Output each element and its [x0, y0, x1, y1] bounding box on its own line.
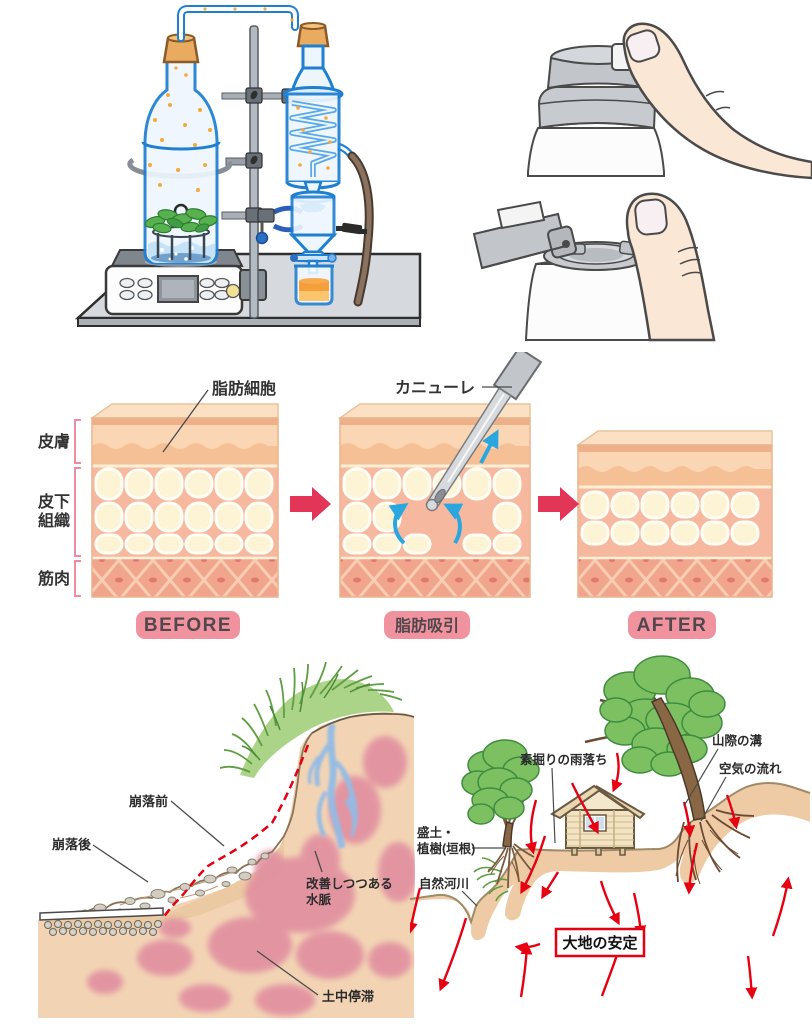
label-subcutaneous-2: 組織: [38, 511, 70, 530]
steam-oil-dots: [148, 66, 212, 192]
skin-box-procedure: [337, 352, 543, 598]
thumbnail-nail: [634, 198, 668, 236]
cap-open: [472, 200, 668, 341]
landslide-labels: 崩落前 崩落後 改善しつつある 水脈 土中停滞: [52, 794, 393, 1004]
condenser: [282, 22, 344, 197]
label-hillside-ditch: 山際の溝: [712, 733, 763, 748]
gravel-row: [44, 920, 162, 936]
label-pre-collapse: 崩落前: [129, 794, 168, 809]
vapor-tube: [177, 4, 299, 42]
stability-labels: 素掘りの雨落ち 山際の溝 空気の流れ 盛土・ 植樹(垣根) 自然河川: [416, 733, 782, 907]
bottle-body: [527, 127, 665, 177]
debris-surface: [44, 732, 313, 917]
layer-brackets: [74, 419, 81, 597]
ground-band: [410, 783, 810, 941]
svg-text:BEFORE: BEFORE: [144, 615, 232, 636]
label-water-vein-1: 改善しつつある: [306, 876, 393, 891]
bottle-cap-illustration: [472, 22, 812, 342]
suction-arrows: [388, 429, 499, 545]
label-soil-stagnation: 土中停滞: [322, 989, 374, 1004]
muscle-layer: [92, 558, 278, 597]
svg-text:脂肪吸引: 脂肪吸引: [395, 616, 459, 635]
label-post-collapse: 崩落後: [52, 837, 92, 852]
trunk: [502, 821, 514, 848]
canopy: [461, 739, 540, 825]
fat-cells: [580, 490, 760, 546]
right-tree: [584, 655, 755, 885]
distillation-flask: [141, 33, 221, 267]
svg-text:AFTER: AFTER: [637, 615, 708, 636]
collection-beaker: [294, 264, 334, 306]
skin-box-after: [575, 430, 773, 598]
flipped-lid: [472, 200, 577, 270]
cannula-hole: [434, 488, 446, 504]
finger-top: [622, 22, 812, 180]
label-air-flow: 空気の流れ: [719, 761, 782, 776]
skin-box-before: [89, 403, 279, 598]
label-stable-ground: 大地の安定: [562, 934, 637, 952]
roof-right: [595, 785, 646, 820]
step-arrow-2: [538, 487, 579, 521]
label-skin: 皮膚: [37, 432, 70, 451]
badge-procedure: 脂肪吸引: [384, 611, 470, 639]
retaining-board: [39, 907, 164, 921]
scale-buttons: [119, 277, 230, 301]
label-mound-1: 盛土・: [417, 825, 455, 840]
label-fat-cell: 脂肪細胞: [212, 379, 276, 398]
stilts: [571, 847, 626, 856]
landslide-diagram: 崩落前 崩落後 改善しつつある 水脈 土中停滞: [38, 661, 415, 1018]
ground-stability-diagram: 素掘りの雨落ち 山際の溝 空気の流れ 盛土・ 植樹(垣根) 自然河川 大地の安定: [410, 655, 811, 1000]
cap-closed: [527, 43, 665, 177]
steam-distillation-illustration: [74, 4, 422, 327]
separating-funnel: [255, 190, 338, 275]
essential-oil-layer: [299, 281, 329, 291]
cliff-grass: [219, 661, 403, 778]
label-muscle: 筋肉: [37, 569, 70, 588]
label-rain-drip: 素掘りの雨落ち: [520, 752, 608, 767]
trunk: [650, 697, 706, 821]
soil-stagnation-blobs: [87, 736, 415, 1016]
plant-leaves: [144, 208, 218, 234]
leaf-basket: [144, 203, 218, 260]
muscle-layer: [578, 558, 772, 597]
house: [550, 784, 646, 856]
stable-ground-box: 大地の安定: [554, 927, 646, 958]
badge-after: AFTER: [628, 611, 716, 639]
fingernail: [625, 29, 661, 63]
lab-stand: [221, 25, 297, 319]
label-cannula: カニューレ: [395, 379, 475, 397]
muscle-layer: [340, 558, 530, 597]
label-water-vein-2: 水脈: [306, 892, 332, 907]
soil-mass: [38, 712, 414, 1018]
roots: [487, 843, 535, 889]
fat-cells: [94, 467, 274, 555]
liposuction-diagram: 皮膚 皮下 組織 筋肉 脂肪細胞 カニューレ BEFORE 脂肪吸引 AFTER: [37, 352, 773, 639]
thumb-bottom: [625, 192, 716, 342]
water-veins: [307, 723, 358, 849]
badge-before: BEFORE: [136, 611, 240, 639]
pre-collapse-line: [161, 744, 310, 919]
hose-clip: [341, 222, 363, 235]
step-arrow-1: [290, 487, 331, 521]
left-tree: [461, 739, 540, 889]
label-mound-2: 植樹(垣根): [416, 841, 475, 856]
fat-cell-leader: [162, 389, 209, 453]
label-natural-river: 自然河川: [419, 876, 469, 891]
label-subcutaneous-1: 皮下: [37, 492, 70, 511]
